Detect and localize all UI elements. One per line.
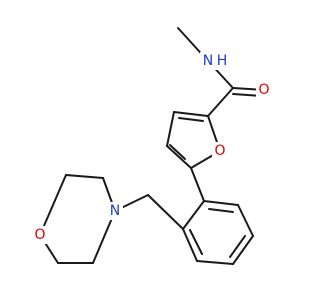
benzene-bond-4 (232, 235, 254, 265)
benzene-bond-6 (203, 200, 239, 206)
benzene-ch2-bond (147, 194, 184, 230)
amide-hydrogen-label: H (217, 53, 228, 69)
morpholine-n-mask (107, 202, 123, 220)
morpholine-nitrogen-label: N (110, 203, 120, 219)
carbonyl-oxygen-label: O (258, 82, 269, 98)
morpholine-oxygen-label: O (34, 227, 45, 243)
furan-c5-c4-inner-line (169, 144, 186, 160)
morpholine-cb-o-bond (39, 174, 67, 236)
benzene-bond-1 (182, 200, 205, 230)
benzene-bond-2 (182, 228, 198, 262)
furan-c4-c3-bond (166, 111, 175, 147)
morpholine-o-mask (32, 226, 48, 244)
carbonyl-o-mask (256, 81, 272, 99)
benzene-inner-3 (208, 208, 234, 213)
furan-oxygen-label: O (214, 143, 225, 159)
amide-nitrogen-label: N (203, 53, 213, 69)
nh-label-mask (200, 52, 228, 70)
benzene-bond-5 (237, 204, 254, 237)
morpholine-ca-cb-bond (65, 174, 104, 179)
furan-c3-c2-double-bond (173, 111, 209, 117)
benzene-inner-2 (229, 235, 246, 258)
furan-o-mask (212, 142, 228, 160)
furan-c3-c2-inner-line (178, 117, 204, 122)
benzene-inner-1 (189, 229, 203, 255)
molecule-canvas: N H O O N O (32, 27, 272, 265)
carbonyl-c-furan-c2-bond (207, 87, 234, 117)
molecule-structure: N H O O N O (32, 27, 272, 265)
atom-labels: N H O O N O (32, 52, 272, 244)
furan-benzene-bond (190, 167, 205, 202)
benzene-bond-3 (196, 260, 234, 265)
bond-layer (39, 27, 265, 265)
furan-c5-c4-double-bond (166, 145, 192, 169)
